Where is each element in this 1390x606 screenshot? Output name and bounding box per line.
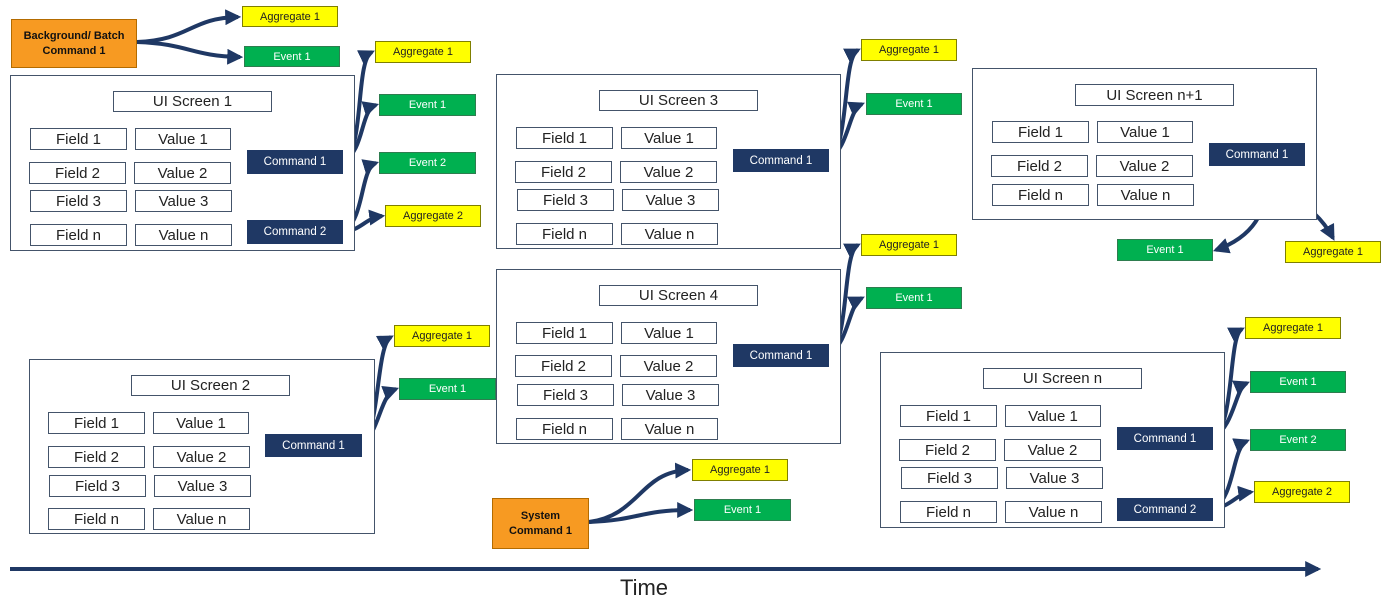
event-box: Event 1 (379, 94, 476, 116)
aggregate-box: Aggregate 2 (385, 205, 481, 227)
field-value[interactable]: Value n (1097, 184, 1194, 206)
field-value[interactable]: Value n (135, 224, 232, 246)
field-label: Field 1 (516, 127, 613, 149)
aggregate-box: Aggregate 1 (242, 6, 338, 27)
field-label: Field n (516, 223, 613, 245)
field-value[interactable]: Value 2 (1004, 439, 1101, 461)
field-label: Field 2 (48, 446, 145, 468)
event-box: Event 2 (379, 152, 476, 174)
screen-title: UI Screen 4 (599, 285, 758, 306)
field-value[interactable]: Value 2 (134, 162, 231, 184)
aggregate-box: Aggregate 1 (375, 41, 471, 63)
field-value[interactable]: Value 1 (1097, 121, 1193, 143)
field-label: Field 3 (517, 189, 614, 211)
field-label: Field 3 (49, 475, 146, 497)
field-label: Field n (30, 224, 127, 246)
field-label: Field 3 (30, 190, 127, 212)
aggregate-box: Aggregate 1 (861, 39, 957, 61)
field-label: Field 3 (901, 467, 998, 489)
field-label: Field n (900, 501, 997, 523)
screen-title: UI Screen 2 (131, 375, 290, 396)
field-value[interactable]: Value 1 (621, 322, 717, 344)
field-label: Field 1 (900, 405, 997, 427)
event-box: Event 1 (1117, 239, 1213, 261)
field-label: Field 2 (515, 161, 612, 183)
field-value[interactable]: Value 2 (620, 355, 717, 377)
command-2-button[interactable]: Command 2 (247, 220, 343, 244)
field-label: Field 2 (29, 162, 126, 184)
field-label: Field 1 (992, 121, 1089, 143)
aggregate-box: Aggregate 1 (394, 325, 490, 347)
field-value[interactable]: Value n (1005, 501, 1102, 523)
aggregate-box: Aggregate 1 (861, 234, 957, 256)
field-value[interactable]: Value 3 (1006, 467, 1103, 489)
command-1-button[interactable]: Command 1 (733, 344, 829, 367)
event-box: Event 1 (866, 93, 962, 115)
field-value[interactable]: Value 2 (1096, 155, 1193, 177)
command-1-button[interactable]: Command 1 (265, 434, 362, 457)
event-box: Event 1 (399, 378, 496, 400)
field-label: Field 2 (899, 439, 996, 461)
command-1-button[interactable]: Command 1 (1117, 427, 1213, 450)
system-command: System Command 1 (492, 498, 589, 549)
aggregate-box: Aggregate 1 (1245, 317, 1341, 339)
field-value[interactable]: Value 3 (154, 475, 251, 497)
aggregate-box: Aggregate 2 (1254, 481, 1350, 503)
aggregate-box: Aggregate 1 (692, 459, 788, 481)
field-value[interactable]: Value n (621, 418, 718, 440)
event-box: Event 2 (1250, 429, 1346, 451)
field-label: Field n (992, 184, 1089, 206)
field-label: Field 2 (515, 355, 612, 377)
event-box: Event 1 (1250, 371, 1346, 393)
background-batch-command: Background/ Batch Command 1 (11, 19, 137, 68)
event-box: Event 1 (694, 499, 791, 521)
field-label: Field n (48, 508, 145, 530)
aggregate-box: Aggregate 1 (1285, 241, 1381, 263)
event-box: Event 1 (866, 287, 962, 309)
command-1-button[interactable]: Command 1 (1209, 143, 1305, 166)
field-label: Field 1 (48, 412, 145, 434)
field-value[interactable]: Value 3 (622, 189, 719, 211)
field-value[interactable]: Value 3 (622, 384, 719, 406)
field-label: Field 1 (30, 128, 127, 150)
command-1-button[interactable]: Command 1 (247, 150, 343, 174)
field-value[interactable]: Value 2 (620, 161, 717, 183)
field-value[interactable]: Value n (621, 223, 718, 245)
command-2-button[interactable]: Command 2 (1117, 498, 1213, 521)
field-value[interactable]: Value 1 (135, 128, 231, 150)
field-value[interactable]: Value 1 (1005, 405, 1101, 427)
command-1-button[interactable]: Command 1 (733, 149, 829, 172)
event-box: Event 1 (244, 46, 340, 67)
field-value[interactable]: Value 1 (621, 127, 717, 149)
field-label: Field 3 (517, 384, 614, 406)
screen-title: UI Screen n+1 (1075, 84, 1234, 106)
field-label: Field 1 (516, 322, 613, 344)
field-label: Field 2 (991, 155, 1088, 177)
screen-title: UI Screen n (983, 368, 1142, 389)
field-label: Field n (516, 418, 613, 440)
screen-title: UI Screen 3 (599, 90, 758, 111)
field-value[interactable]: Value 1 (153, 412, 249, 434)
field-value[interactable]: Value 3 (135, 190, 232, 212)
field-value[interactable]: Value 2 (153, 446, 250, 468)
field-value[interactable]: Value n (153, 508, 250, 530)
time-axis-label: Time (619, 575, 669, 600)
screen-title: UI Screen 1 (113, 91, 272, 112)
